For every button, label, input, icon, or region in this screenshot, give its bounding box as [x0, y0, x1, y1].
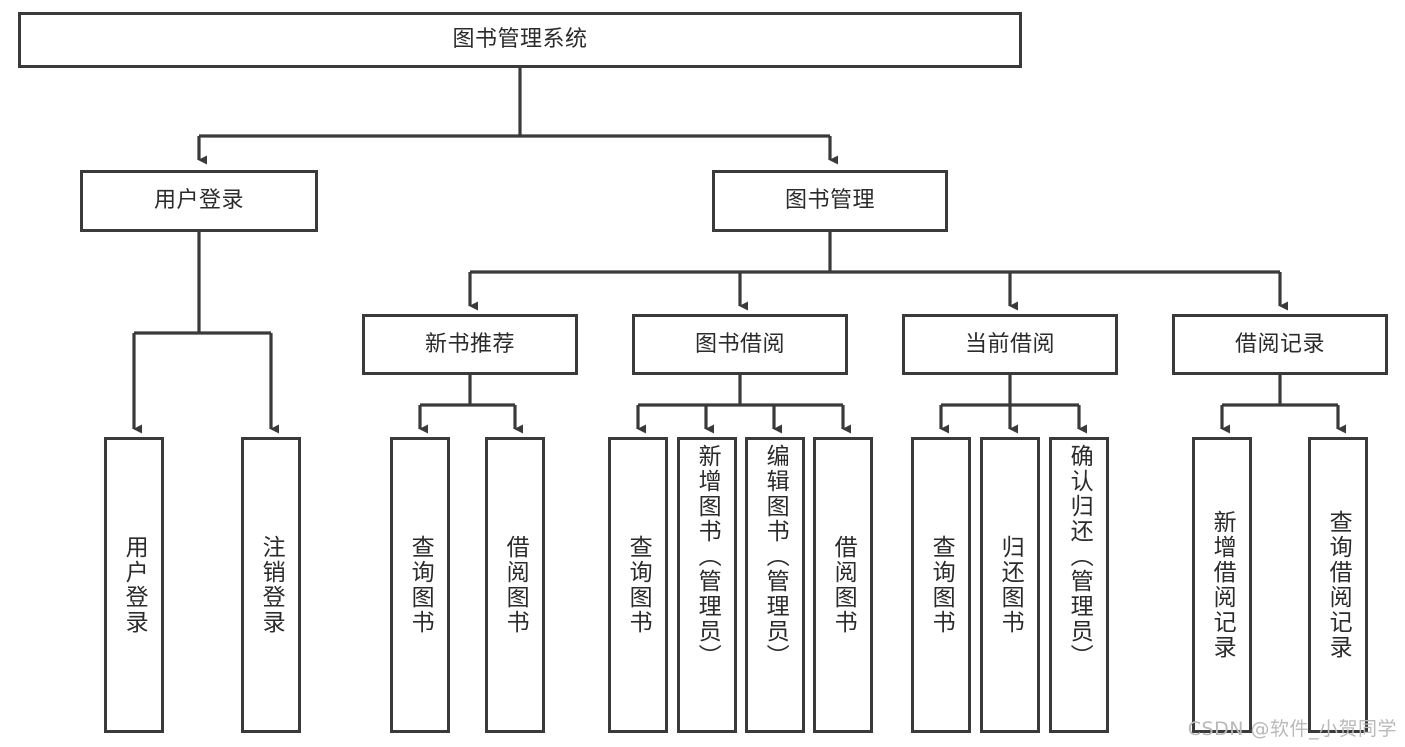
node-borrow-record[interactable]: 借阅记录	[1172, 314, 1388, 375]
node-leaf-edit-book-label: 编辑图书（管理员）	[762, 444, 789, 669]
node-leaf-query-book-2-label: 查询图书	[625, 535, 652, 635]
node-root[interactable]: 图书管理系统	[18, 12, 1022, 68]
node-leaf-borrow-book-2-label: 借阅图书	[830, 535, 857, 635]
node-leaf-add-book[interactable]: 新增图书（管理员）	[677, 437, 737, 733]
node-borrow-record-label: 借阅记录	[1234, 331, 1325, 357]
node-book-management-label: 图书管理	[784, 188, 875, 214]
node-user-login[interactable]: 用户登录	[80, 170, 318, 232]
node-leaf-return-book[interactable]: 归还图书	[980, 437, 1040, 733]
node-leaf-add-record[interactable]: 新增借阅记录	[1192, 437, 1252, 733]
node-current-borrow-label: 当前借阅	[964, 331, 1055, 357]
node-book-borrow-label: 图书借阅	[694, 331, 785, 357]
node-leaf-query-record[interactable]: 查询借阅记录	[1308, 437, 1368, 733]
node-book-borrow[interactable]: 图书借阅	[632, 314, 848, 375]
node-new-book-recommend-label: 新书推荐	[424, 331, 515, 357]
node-leaf-user-logout[interactable]: 注销登录	[241, 437, 301, 733]
node-leaf-borrow-book-1[interactable]: 借阅图书	[485, 437, 545, 733]
node-new-book-recommend[interactable]: 新书推荐	[362, 314, 578, 375]
node-root-label: 图书管理系统	[452, 27, 588, 53]
node-leaf-edit-book[interactable]: 编辑图书（管理员）	[745, 437, 805, 733]
node-leaf-user-login-label: 用户登录	[121, 535, 148, 635]
node-leaf-confirm-return[interactable]: 确认归还（管理员）	[1049, 437, 1109, 733]
node-leaf-query-book-1-label: 查询图书	[407, 535, 434, 635]
node-leaf-query-book-3[interactable]: 查询图书	[911, 437, 971, 733]
node-leaf-borrow-book-1-label: 借阅图书	[502, 535, 529, 635]
node-leaf-user-logout-label: 注销登录	[258, 535, 285, 635]
node-leaf-query-book-1[interactable]: 查询图书	[390, 437, 450, 733]
node-leaf-add-book-label: 新增图书（管理员）	[694, 444, 721, 669]
node-leaf-return-book-label: 归还图书	[997, 535, 1024, 635]
node-user-login-label: 用户登录	[153, 188, 244, 214]
node-leaf-query-book-3-label: 查询图书	[928, 535, 955, 635]
node-leaf-user-login[interactable]: 用户登录	[104, 437, 164, 733]
node-leaf-query-book-2[interactable]: 查询图书	[608, 437, 668, 733]
node-current-borrow[interactable]: 当前借阅	[902, 314, 1118, 375]
node-book-management[interactable]: 图书管理	[712, 170, 948, 232]
node-leaf-confirm-return-label: 确认归还（管理员）	[1066, 444, 1093, 669]
node-leaf-query-record-label: 查询借阅记录	[1325, 510, 1352, 660]
node-leaf-borrow-book-2[interactable]: 借阅图书	[813, 437, 873, 733]
node-leaf-add-record-label: 新增借阅记录	[1209, 510, 1236, 660]
csdn-watermark: CSDN @软件_小贺同学	[1187, 718, 1397, 740]
